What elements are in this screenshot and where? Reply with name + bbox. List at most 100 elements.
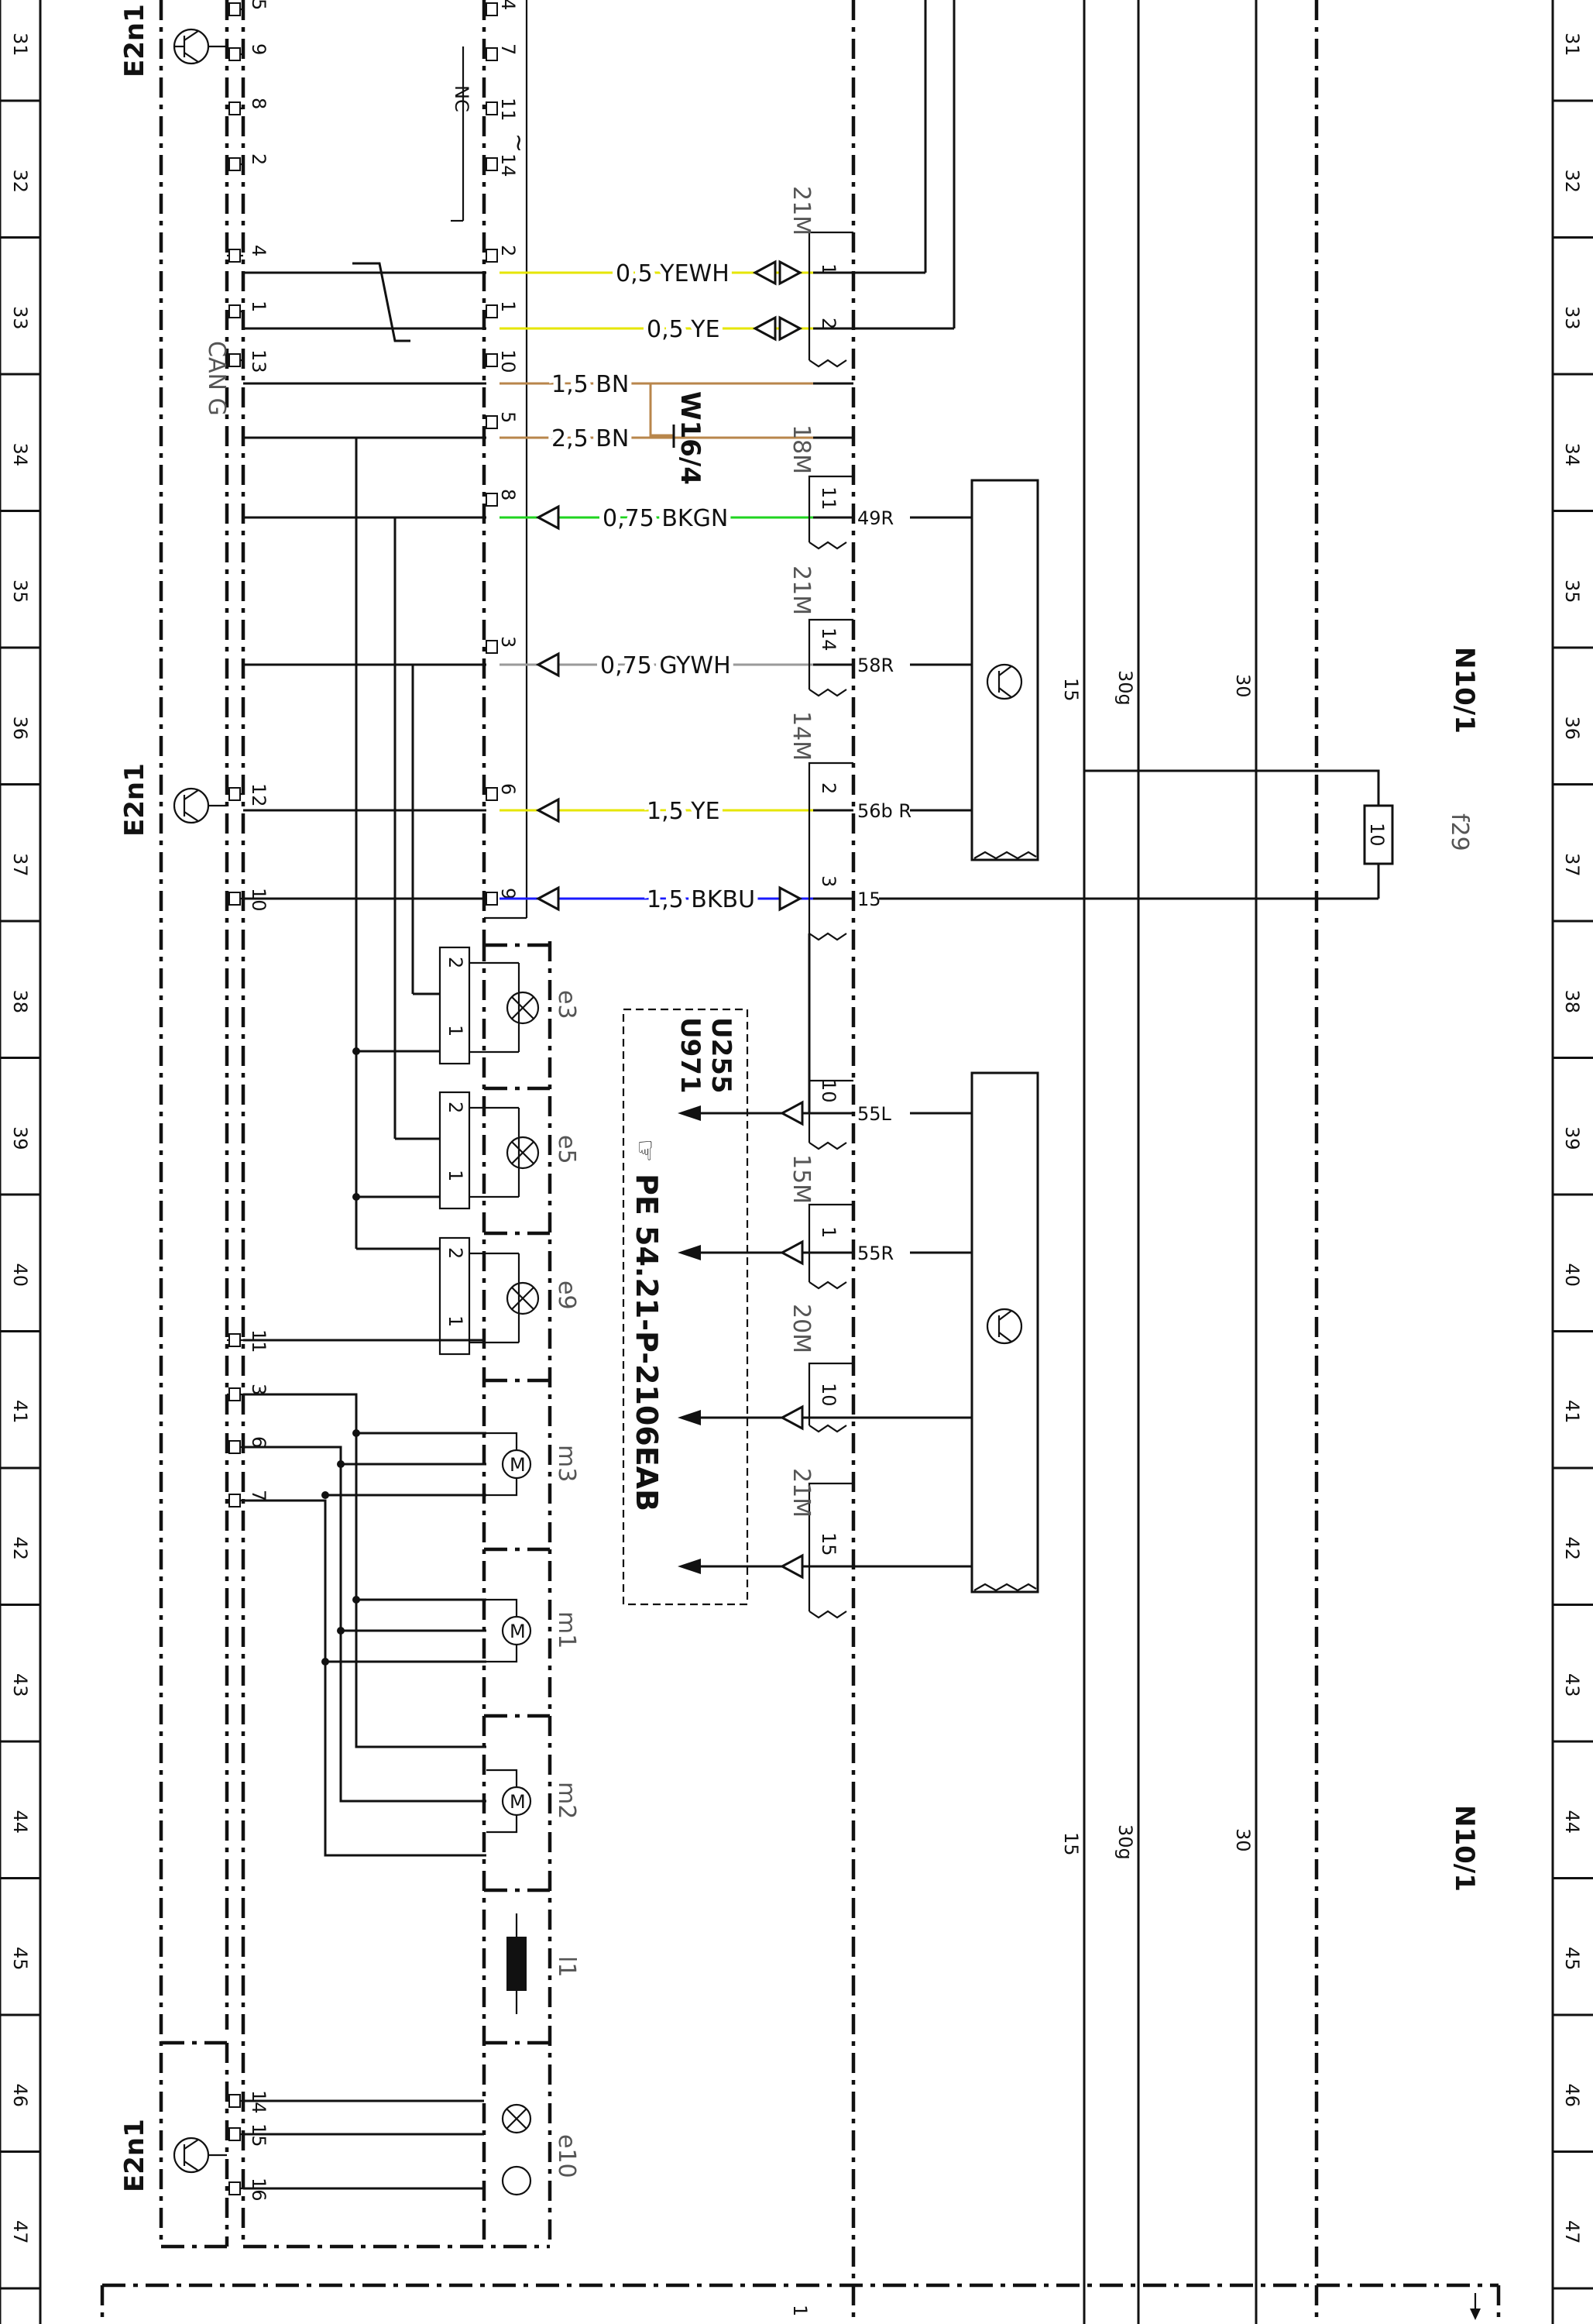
connector-pin-label: 14	[818, 627, 839, 651]
grid-number-left: 46	[9, 2084, 31, 2108]
can-crossover	[352, 262, 410, 342]
grid-number-right: 33	[1561, 306, 1583, 330]
mid-pin-label: 8	[497, 489, 519, 500]
svg-text:30: 30	[1232, 1828, 1254, 1852]
grid-number-right: 47	[1561, 2220, 1583, 2244]
grid-number-left: 33	[9, 306, 31, 330]
wire-ye-label-bg: 0,5 YE	[647, 316, 720, 343]
arrow-left-icon	[678, 1105, 701, 1121]
ref-u971: U971	[675, 1017, 706, 1094]
wire-yewh-label: 0,5 YEWH	[616, 260, 730, 287]
svg-text:30g: 30g	[1114, 1824, 1136, 1860]
pin-socket	[486, 787, 498, 801]
lamp-e5-label: e5	[553, 1135, 580, 1164]
grid-number-left: 39	[9, 1126, 31, 1150]
lamp-e9-lamp-icon	[506, 1281, 540, 1315]
n10-1-top-label: N10/1	[1449, 647, 1480, 734]
e10-label: e10	[553, 2134, 580, 2178]
connector-pin-label: 11	[818, 486, 839, 511]
can-bus-label: CAN G	[203, 341, 230, 416]
pin-socket	[486, 101, 498, 115]
pin-socket	[486, 353, 498, 367]
nc-label: NC	[451, 85, 472, 112]
pin-socket	[486, 157, 498, 171]
motor-m3-lead	[486, 1478, 518, 1497]
pin-socket	[228, 1387, 241, 1401]
connector-pin-label: 15	[818, 1532, 839, 1556]
junction-dot	[337, 1460, 345, 1468]
arrow-icon	[535, 651, 560, 678]
terminal-label: 56b R	[857, 800, 912, 822]
grid-number-right: 31	[1561, 33, 1583, 57]
fuse-value: 10	[1366, 823, 1388, 847]
grid-number-right: 34	[1561, 443, 1583, 467]
grid-number-left: 47	[9, 2220, 31, 2244]
junction-dot	[352, 1047, 360, 1055]
wire-bn-2-label-bg: 2,5 BN	[551, 425, 629, 452]
terminal-label: 55L	[857, 1103, 892, 1125]
junction-dot	[321, 1491, 329, 1499]
left-pin-label: 12	[248, 783, 270, 807]
motor-m2-lead	[486, 1815, 518, 1834]
mid-pin-label: 4	[497, 0, 519, 10]
grid-number-right: 39	[1561, 1126, 1583, 1150]
connector-21m-b-zigzag	[809, 688, 847, 697]
e2n1-mid-symbol: E2n1	[119, 763, 227, 837]
mid-pin-label: 2	[497, 245, 519, 256]
arrow-icon	[535, 797, 560, 823]
e10-lamp-icon	[501, 2103, 532, 2134]
connector-label-20m: 20M	[788, 1304, 815, 1353]
lamp-e5-lamp-icon	[511, 1141, 534, 1164]
arrow-left-icon	[678, 1559, 701, 1574]
lamp-e3-pin-b: 1	[445, 1025, 466, 1037]
connector-label-21m: 21M	[788, 566, 815, 615]
grid-number-left: 38	[9, 990, 31, 1014]
connector-pin-label: 10	[818, 1079, 839, 1103]
wire-1-5-ye-label-bg: 1,5 YE	[647, 798, 720, 825]
lamp-e9-label: e9	[553, 1281, 580, 1310]
arrow-icon	[778, 315, 803, 342]
mid-pin-label: 1	[497, 301, 519, 312]
junction-dot	[352, 1596, 360, 1604]
connector-21m-d-zigzag	[809, 1610, 847, 1619]
motor-feed-c	[243, 1499, 486, 1857]
mid-pin-label: 14	[497, 153, 519, 177]
lamp-e9-pin-b: 1	[445, 1315, 466, 1327]
left-pin-label: 8	[248, 98, 270, 109]
l1-resistor-icon	[506, 1937, 527, 1991]
structure-lines	[100, 0, 1501, 2324]
lamp-e3-lamp-icon	[511, 996, 534, 1019]
connector-21m-a	[808, 231, 853, 360]
motor-m3-lead	[486, 1432, 518, 1450]
connector-14m-zigzag	[809, 932, 847, 941]
pin-socket	[228, 353, 241, 367]
mid-pin-label: 3	[497, 636, 519, 648]
svg-text:15: 15	[1060, 678, 1082, 702]
bottom-marker: 1	[789, 2305, 811, 2316]
grid-number-left: 35	[9, 579, 31, 603]
mid-pin-label: 6	[497, 783, 519, 795]
e10-lamp-icon	[506, 2108, 527, 2130]
arrow-icon	[779, 1239, 804, 1266]
wire-gywh-label: 0,75 GYWH	[600, 652, 731, 679]
svg-text:30: 30	[1232, 674, 1254, 698]
connector-pin-label: 3	[818, 875, 839, 887]
grid-number-left: 41	[9, 1400, 31, 1424]
pin-socket	[486, 304, 498, 318]
w16-4-ground: W16/4	[635, 382, 706, 485]
pin-socket	[486, 47, 498, 61]
e10-transistor-icon	[501, 2165, 532, 2196]
arrow-left-icon	[678, 1245, 701, 1260]
lamp-e9-lamp-icon	[511, 1287, 534, 1310]
pin-socket	[486, 640, 498, 654]
junction-dot	[352, 1429, 360, 1437]
lamp-e9-frame	[438, 1236, 471, 1356]
wire-1-5-ye-label: 1,5 YE	[647, 798, 720, 825]
mid-pin-label: 11	[497, 98, 519, 122]
pin-socket	[228, 47, 241, 61]
grid-number-left: 40	[9, 1263, 31, 1287]
